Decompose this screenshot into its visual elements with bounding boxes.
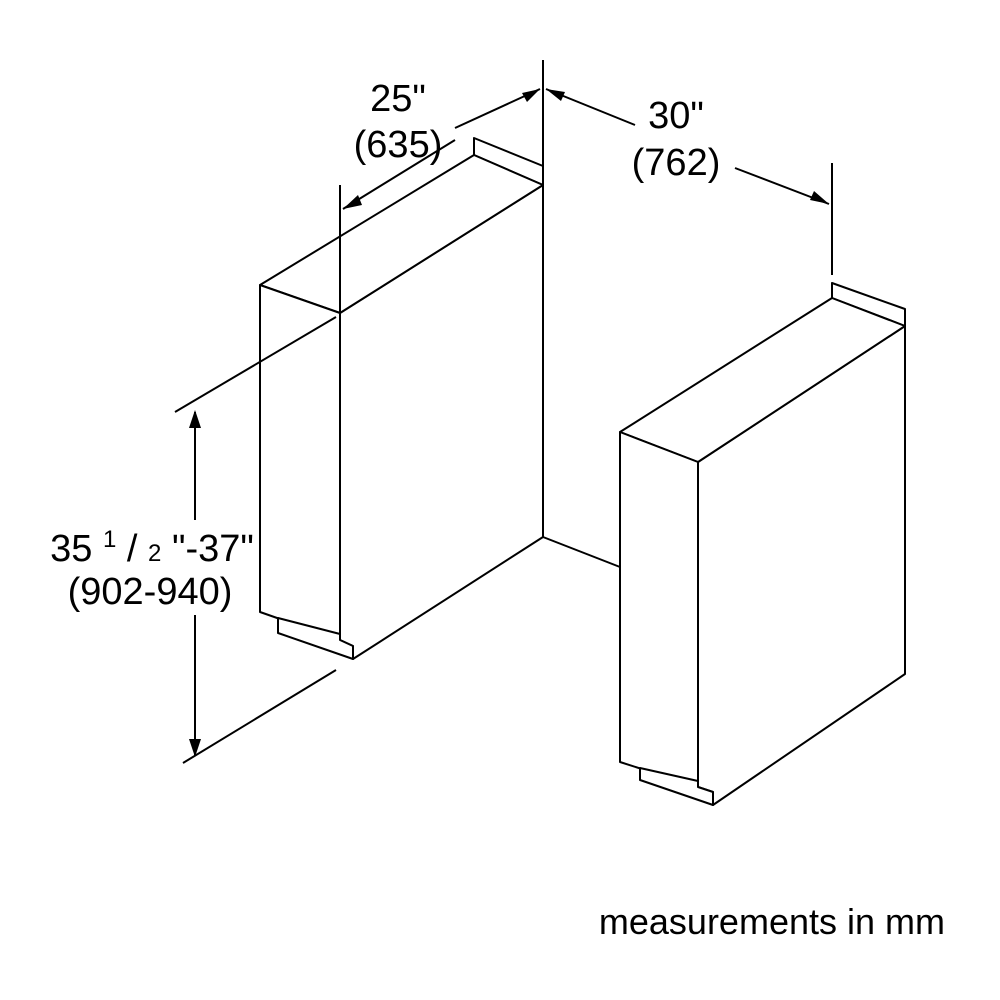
- height-fraction-slash: /: [127, 528, 138, 570]
- height-fraction-numerator: 1: [103, 526, 116, 553]
- height-imperial-label: 35 1 / 2 "-37": [50, 514, 254, 570]
- depth-dimension: [339, 88, 541, 313]
- depth-dimension-line-lower: [342, 139, 456, 210]
- depth-arrow-right: [522, 89, 540, 102]
- floor-wall-lines: [542, 60, 621, 568]
- depth-imperial-label: 25": [370, 78, 426, 120]
- width-arrow-left: [546, 89, 565, 101]
- width-imperial-label: 30": [648, 95, 704, 137]
- height-metric-label: (902-940): [68, 571, 233, 613]
- width-metric-label: (762): [632, 142, 721, 184]
- right-panel-toe-kick: [639, 767, 714, 806]
- floor-line: [542, 536, 621, 568]
- height-arrow-top: [189, 410, 201, 428]
- width-dimension: [545, 88, 833, 275]
- right-side-panel: [619, 282, 906, 806]
- height-fraction-denominator: 2: [148, 540, 161, 567]
- left-panel-toe-kick: [277, 617, 354, 660]
- width-arrow-right: [810, 191, 829, 204]
- height-extension-top: [174, 316, 337, 413]
- right-panel-front-face: [619, 431, 699, 788]
- left-side-panel: [259, 137, 544, 660]
- height-arrow-bottom: [189, 739, 201, 757]
- height-whole-part: 35: [50, 528, 92, 570]
- measurement-units-note: measurements in mm: [599, 901, 945, 942]
- height-extension-bottom: [182, 669, 337, 764]
- depth-metric-label: (635): [354, 124, 443, 166]
- depth-arrow-left: [343, 195, 362, 209]
- height-dimension: [174, 316, 337, 764]
- height-imperial-rest: "-37": [172, 528, 254, 570]
